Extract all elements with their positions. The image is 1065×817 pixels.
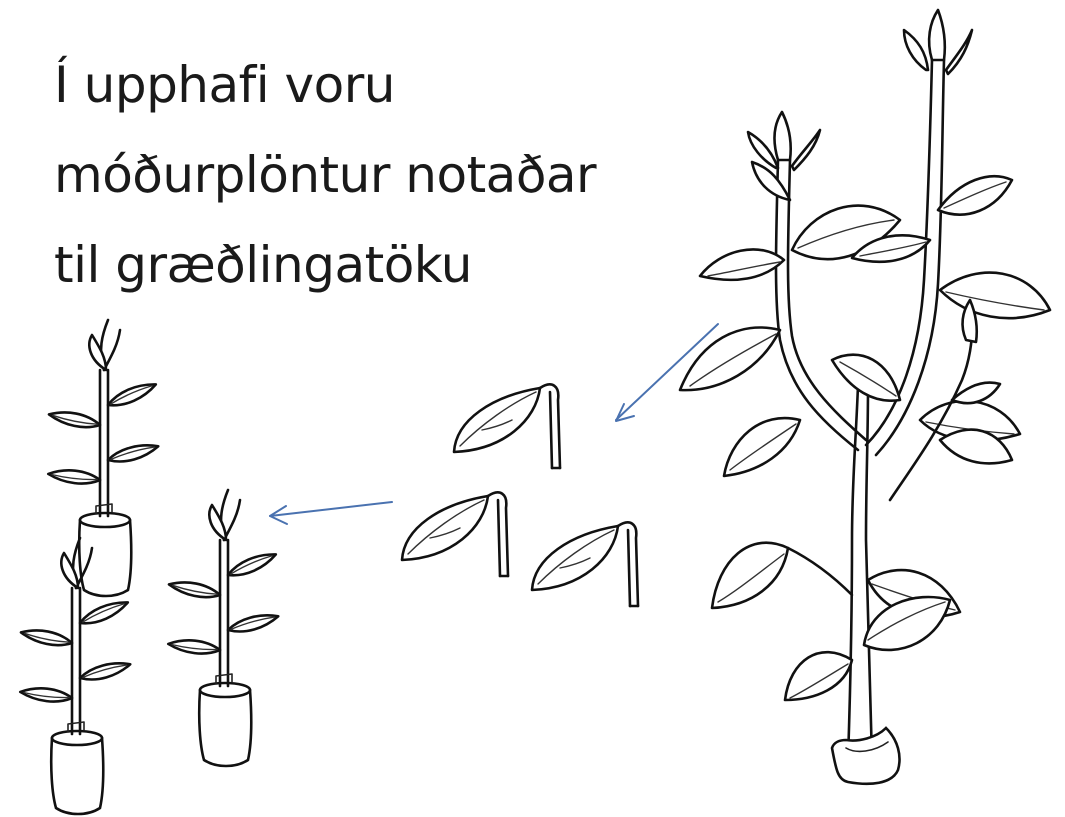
cutting-1 xyxy=(454,384,560,468)
cutting-2 xyxy=(402,492,508,576)
mother-plant-drawing xyxy=(680,10,1050,784)
arrow-cuttings-to-plugs xyxy=(270,502,392,524)
rooted-plug-3 xyxy=(167,490,279,766)
cutting-3 xyxy=(532,522,638,606)
